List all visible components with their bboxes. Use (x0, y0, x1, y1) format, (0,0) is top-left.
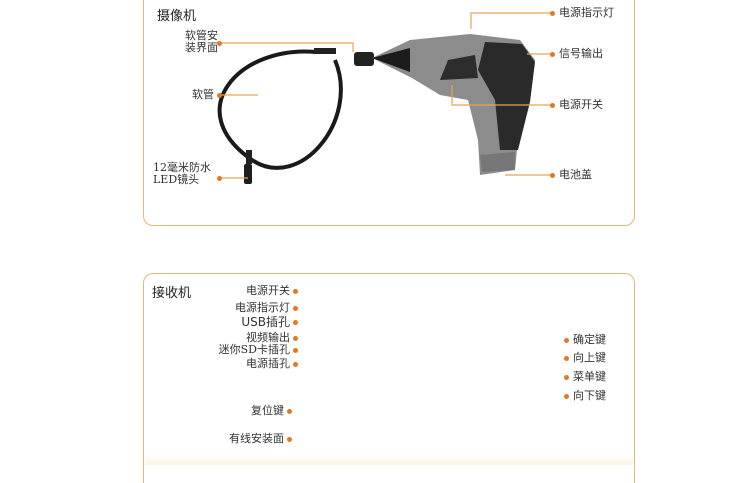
callout-dot (287, 409, 292, 414)
label-receiver-power-indicator: 电源指示灯 (235, 301, 290, 314)
callout-dot (564, 375, 569, 380)
callout-dot (217, 41, 222, 46)
label-power-switch: 电源开关 (559, 98, 603, 111)
callout-dot (293, 362, 298, 367)
label-power-jack: 电源插孔 (246, 357, 290, 370)
callout-dot (293, 289, 298, 294)
label-up-button: 向上键 (573, 351, 606, 364)
label-power-indicator: 电源指示灯 (559, 6, 614, 19)
label-signal-output: 信号输出 (559, 47, 603, 60)
label-wired-mount: 有线安装面 (229, 432, 284, 445)
camera-handle-illustration (372, 34, 535, 175)
receiver-section-title: 接收机 (152, 286, 192, 301)
label-led-lens: 12毫米防水 LED镜头 (153, 161, 211, 186)
label-battery-cover: 电池盖 (559, 168, 592, 181)
panel-bottom-fade (145, 455, 633, 465)
label-hose-mount: 软管安 装界面 (185, 29, 218, 54)
camera-panel (143, 0, 635, 226)
callout-dot (550, 103, 555, 108)
callout-dot (217, 93, 222, 98)
callout-dot (550, 173, 555, 178)
label-menu-button: 菜单键 (573, 370, 606, 383)
callout-dot (550, 52, 555, 57)
callout-dot (564, 356, 569, 361)
callout-dot (287, 437, 292, 442)
callout-dot (293, 336, 298, 341)
label-reset-button: 复位键 (251, 404, 284, 417)
callout-dot (550, 11, 555, 16)
receiver-panel (143, 273, 635, 483)
callout-dot (293, 348, 298, 353)
label-receiver-power-switch: 电源开关 (246, 284, 290, 297)
label-down-button: 向下键 (573, 389, 606, 402)
hose-illustration (217, 48, 374, 184)
label-video-output: 视频输出 (246, 331, 290, 344)
callout-dot (564, 338, 569, 343)
label-mini-sd-slot: 迷你SD卡插孔 (218, 343, 290, 356)
label-usb-port: USB插孔 (241, 315, 290, 329)
callout-dot (293, 320, 298, 325)
callout-dot (217, 176, 222, 181)
label-hose: 软管 (192, 88, 214, 101)
label-ok-button: 确定键 (573, 333, 606, 346)
callout-dot (564, 394, 569, 399)
callout-dot (293, 306, 298, 311)
camera-section-title: 摄像机 (157, 9, 197, 24)
